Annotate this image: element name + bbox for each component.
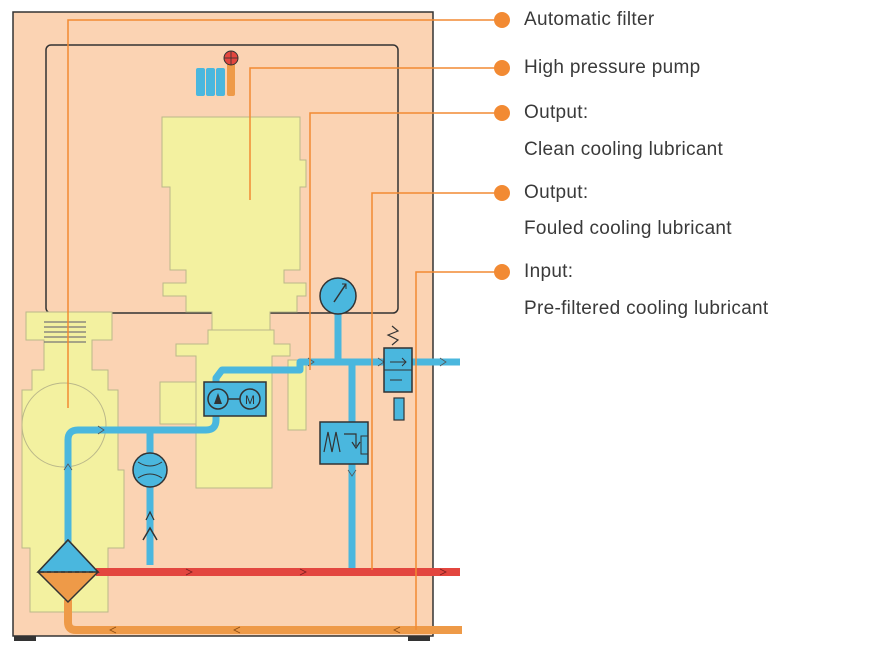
leader-dots	[494, 12, 510, 280]
label-automatic-filter: Automatic filter	[524, 9, 655, 30]
flow-meter-icon	[132, 452, 168, 541]
label-output-fouled-desc: Fouled cooling lubricant	[524, 218, 732, 239]
label-input-heading: Input:	[524, 261, 574, 282]
valve-icon	[383, 325, 413, 421]
label-high-pressure-pump: High pressure pump	[524, 57, 701, 78]
cabinet-feet	[14, 636, 430, 641]
label-output-fouled-heading: Output:	[524, 182, 589, 203]
label-output-clean-desc: Clean cooling lubricant	[524, 139, 724, 160]
filter-icon	[36, 538, 100, 604]
pump-motor-icon: M	[203, 381, 267, 417]
relief-valve-icon	[319, 421, 369, 465]
automatic-filter-body	[21, 311, 125, 613]
input-pipe	[64, 600, 462, 634]
input-flow-arrows	[109, 626, 401, 634]
heat-sink-icon	[196, 50, 239, 96]
label-output-clean-heading: Output:	[524, 102, 589, 123]
filter-motor-coil	[44, 321, 86, 343]
fouled-pipe	[96, 568, 460, 576]
svg-text:M: M	[245, 393, 255, 407]
fouled-flow-arrows	[185, 568, 447, 576]
leader-lines	[67, 19, 500, 630]
label-input-desc: Pre-filtered cooling lubricant	[524, 298, 769, 319]
pressure-gauge-icon	[319, 277, 357, 315]
